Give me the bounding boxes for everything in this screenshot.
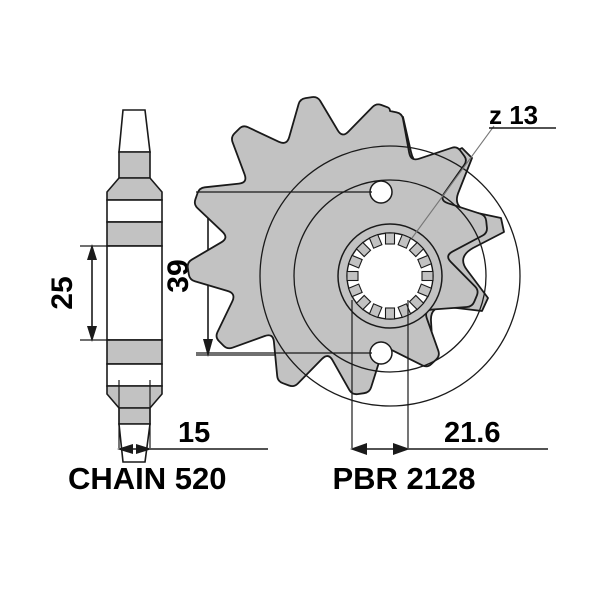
spline-tab — [408, 294, 425, 311]
chain-title: CHAIN 520 — [68, 461, 227, 496]
side-hub-main — [106, 245, 163, 341]
spline-tab — [355, 294, 372, 311]
side-band-gray-2 — [106, 339, 163, 365]
dim-15-label: 15 — [178, 417, 210, 449]
spline-tab-set — [346, 232, 434, 320]
spline-tab — [384, 307, 396, 320]
spline-tab — [417, 283, 433, 298]
dim-15-arrow-right — [136, 444, 152, 454]
spline-tab — [347, 254, 363, 269]
part-number: PBR 2128 — [332, 461, 475, 496]
spline-tab — [408, 241, 425, 258]
dim-15-arrow-left — [117, 444, 133, 454]
z13-text: z 13 — [489, 100, 538, 130]
pitch-circle — [259, 145, 521, 407]
dim-25-arrow-bottom — [87, 326, 97, 342]
spline-tab — [368, 233, 383, 249]
side-bottom-flange — [106, 385, 163, 409]
dimension-21-6: 21.6 — [350, 300, 548, 455]
dim-25-label: 25 — [46, 276, 79, 309]
spline-tab — [346, 270, 359, 282]
side-top-tooth-base — [118, 151, 151, 179]
front-face-view — [186, 96, 521, 407]
spline-teeth-group — [346, 232, 434, 320]
sprocket-outer-body — [186, 96, 488, 396]
spline-tab — [384, 232, 396, 245]
hub-web-circle — [293, 179, 487, 373]
spline-tab — [417, 254, 433, 269]
side-bottom-tooth-base — [118, 407, 151, 425]
spline-tab — [397, 233, 412, 249]
spline-tab — [368, 303, 383, 319]
dimension-25: 25 — [46, 244, 110, 342]
side-band-white-1 — [106, 199, 163, 223]
spline-leader-line — [411, 125, 495, 239]
spline-tab — [347, 283, 363, 298]
dim-25-arrow-top — [87, 244, 97, 260]
dim-216-label: 21.6 — [444, 417, 500, 449]
side-top-flange — [106, 177, 163, 201]
side-band-gray-1 — [106, 221, 163, 247]
side-band-white-2 — [106, 363, 163, 387]
side-profile-view — [106, 109, 163, 463]
spline-tab — [355, 241, 372, 258]
bolt-hole-lower — [369, 341, 393, 365]
dim-39-arrow-bottom — [203, 339, 213, 357]
bolt-hole-upper — [369, 180, 393, 204]
side-bottom-tooth — [118, 423, 151, 463]
spline-tab — [421, 270, 434, 282]
dim-216-arrow-left — [350, 443, 367, 455]
dim-216-arrow-right — [393, 443, 410, 455]
label-z13: z 13 — [489, 100, 556, 130]
side-top-tooth — [118, 109, 151, 153]
dimension-15: 15 — [117, 380, 268, 454]
